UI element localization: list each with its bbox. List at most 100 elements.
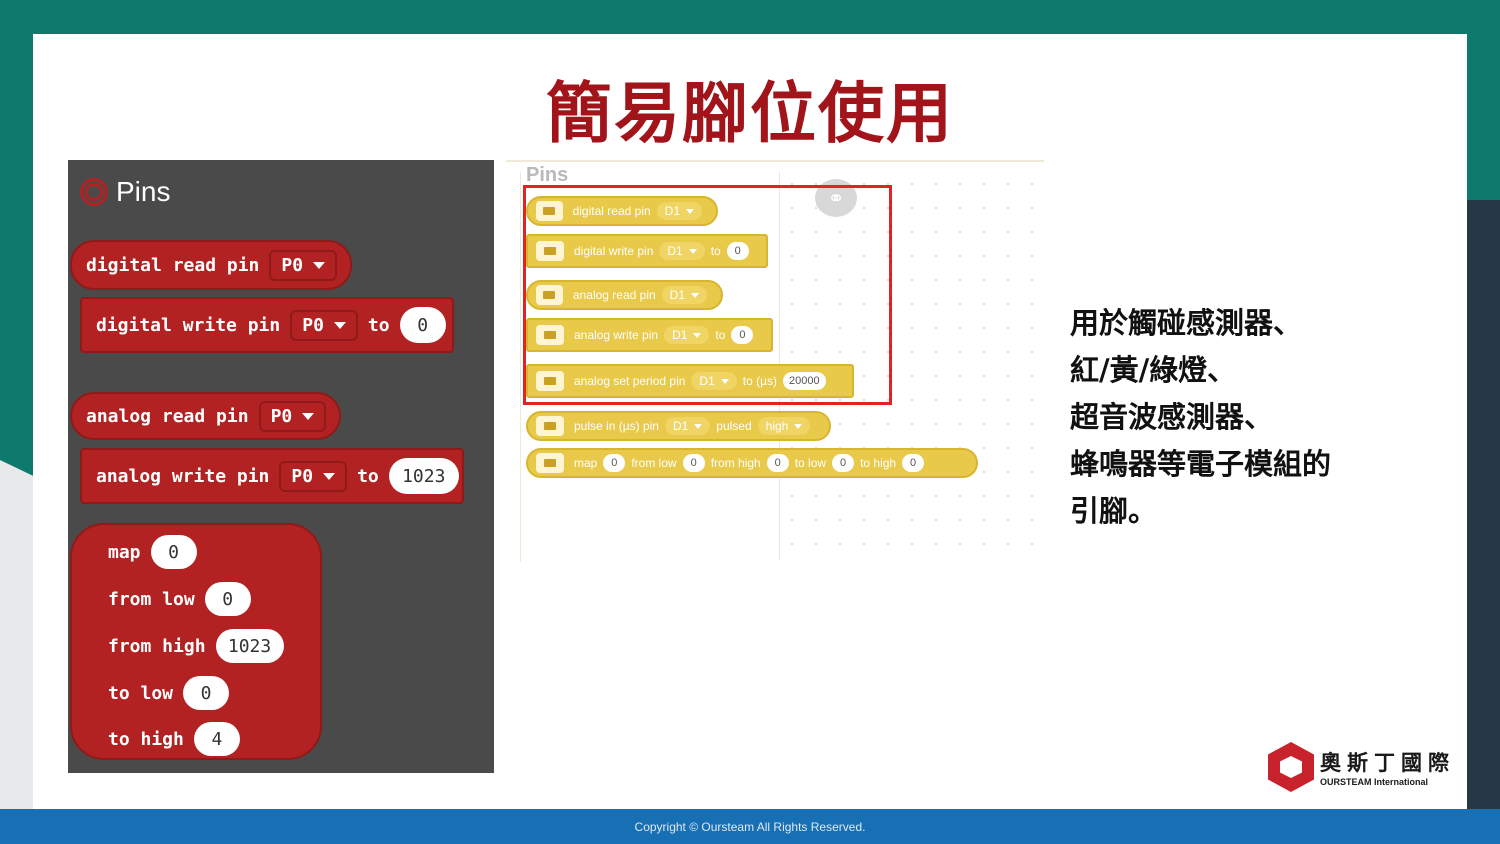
value-input[interactable]: 20000 <box>783 372 826 390</box>
block-label: analog read pin <box>572 288 656 302</box>
pin-value: D1 <box>669 288 685 302</box>
block-label: analog read pin <box>86 405 249 427</box>
value-input[interactable]: 0 <box>399 307 446 343</box>
alt-pulse-in-block[interactable]: pulse in (µs) pin D1 pulsed high <box>526 411 831 441</box>
description-line: 超音波感測器、 <box>1070 400 1274 434</box>
map-value-input[interactable]: 0 <box>603 454 626 472</box>
block-label: digital write pin <box>96 314 281 336</box>
chip-icon <box>536 241 564 261</box>
from-high-input[interactable]: 0 <box>766 454 789 472</box>
from-low-input[interactable]: 0 <box>204 582 251 616</box>
to-label: to <box>367 314 390 336</box>
to-label: to <box>710 244 721 258</box>
to-label: to <box>357 465 379 487</box>
caret-down-icon <box>686 208 694 214</box>
analog-write-pin-block[interactable]: analog write pin P0 to 1023 <box>80 448 464 504</box>
description-line: 紅/黃/綠燈、 <box>1070 353 1237 387</box>
caret-down-icon <box>323 472 336 480</box>
block-label: analog set period pin <box>574 374 686 388</box>
pulsed-label: pulsed <box>716 419 752 433</box>
alt-digital-read-pin-block[interactable]: digital read pin D1 <box>526 196 718 226</box>
chip-icon <box>536 325 564 345</box>
to-low-label: to low <box>794 456 827 470</box>
digital-read-pin-block[interactable]: digital read pin P0 <box>70 240 352 290</box>
caret-down-icon <box>691 292 699 298</box>
pin-dropdown[interactable]: D1 <box>664 417 711 435</box>
value-input[interactable]: 0 <box>726 242 749 260</box>
description-line: 引腳。 <box>1070 494 1158 528</box>
pin-value: D1 <box>667 244 683 258</box>
pins-category-title: Pins <box>116 176 171 207</box>
block-label: analog write pin <box>574 328 659 342</box>
from-high-label: from high <box>710 456 761 470</box>
pin-dropdown[interactable]: D1 <box>664 326 710 344</box>
map-value-input[interactable]: 0 <box>150 535 197 569</box>
alt-map-block[interactable]: map 0 from low 0 from high 0 to low 0 to… <box>526 448 978 478</box>
alt-analog-set-period-block[interactable]: analog set period pin D1 to (µs) 20000 <box>526 364 854 398</box>
from-low-input[interactable]: 0 <box>682 454 705 472</box>
map-block[interactable]: map 0 from low 0 from high 1023 to low 0… <box>70 523 322 760</box>
to-high-input[interactable]: 0 <box>902 454 925 472</box>
to-high-row: to high 4 <box>108 722 240 756</box>
block-label: digital write pin <box>574 244 654 258</box>
block-label: digital read pin <box>86 254 260 276</box>
from-low-row: from low 0 <box>108 582 251 616</box>
pin-dropdown[interactable]: D1 <box>659 242 705 260</box>
analog-read-pin-block[interactable]: analog read pin P0 <box>70 392 341 440</box>
caret-down-icon <box>302 412 315 420</box>
caret-down-icon <box>794 423 803 429</box>
pin-dropdown[interactable]: P0 <box>258 400 327 432</box>
from-low-label: from low <box>631 456 677 470</box>
pin-value: D1 <box>672 419 689 433</box>
pin-dropdown[interactable]: P0 <box>290 309 358 341</box>
chip-icon <box>536 453 564 473</box>
to-low-input[interactable]: 0 <box>832 454 855 472</box>
logo-text: 奧斯丁國際 OURSTEAM International <box>1320 747 1455 787</box>
company-logo: 奧斯丁國際 OURSTEAM International <box>1268 742 1455 792</box>
to-low-row: to low 0 <box>108 676 230 710</box>
level-dropdown[interactable]: high <box>757 417 811 435</box>
pin-dropdown[interactable]: D1 <box>661 286 707 304</box>
pin-value: D1 <box>672 328 688 342</box>
pin-value: D1 <box>699 374 715 388</box>
digital-write-pin-block[interactable]: digital write pin P0 to 0 <box>80 297 454 353</box>
from-high-label: from high <box>108 635 206 657</box>
caret-down-icon <box>313 261 326 269</box>
to-high-input[interactable]: 4 <box>193 722 240 756</box>
pin-dropdown[interactable]: D1 <box>656 202 702 220</box>
to-label: to <box>715 328 726 342</box>
toolbox-edge <box>520 172 521 562</box>
pin-value: D1 <box>664 204 680 218</box>
block-label: pulse in (µs) pin <box>574 419 659 433</box>
pin-dropdown[interactable]: P0 <box>279 460 348 492</box>
from-high-input[interactable]: 1023 <box>215 629 284 663</box>
description-text: 用於觸碰感測器、 紅/黃/綠燈、 超音波感測器、 蜂鳴器等電子模組的 引腳。 <box>1070 300 1400 535</box>
caret-down-icon <box>694 423 703 429</box>
caret-down-icon <box>333 321 346 329</box>
alt-pins-category-title: Pins <box>526 164 569 186</box>
highlight-frame <box>523 185 892 405</box>
caret-down-icon <box>720 378 729 384</box>
pin-value: P0 <box>281 254 304 276</box>
to-low-input[interactable]: 0 <box>183 676 230 710</box>
alt-analog-read-pin-block[interactable]: analog read pin D1 <box>526 280 723 310</box>
pin-value: P0 <box>270 405 293 427</box>
alt-digital-write-pin-block[interactable]: digital write pin D1 to 0 <box>526 234 768 268</box>
logo-name-cn: 奧斯丁國際 <box>1320 751 1455 775</box>
alt-analog-write-pin-block[interactable]: analog write pin D1 to 0 <box>526 318 773 352</box>
to-low-label: to low <box>108 682 174 704</box>
logo-name-en: OURSTEAM International <box>1320 777 1429 787</box>
description-line: 蜂鳴器等電子模組的 <box>1070 447 1332 481</box>
value-input[interactable]: 0 <box>731 326 754 344</box>
page-title: 簡易腳位使用 <box>546 74 954 152</box>
chip-icon <box>536 371 564 391</box>
map-label: map <box>108 541 141 563</box>
pins-category-icon <box>80 178 108 206</box>
chip-icon <box>536 285 563 305</box>
value-input[interactable]: 1023 <box>388 458 459 494</box>
from-high-row: from high 1023 <box>108 629 284 663</box>
pin-dropdown[interactable]: P0 <box>269 249 338 281</box>
pin-dropdown[interactable]: D1 <box>691 372 737 390</box>
pin-value: P0 <box>291 465 314 487</box>
caret-down-icon <box>688 248 697 254</box>
